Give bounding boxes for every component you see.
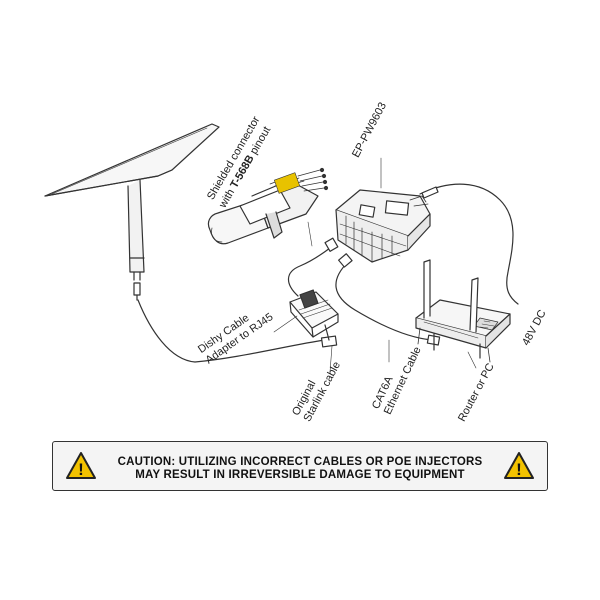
leader-router [467,351,477,369]
cat6a-ethernet-cable [335,261,433,341]
shielded-connector-illustration [207,167,329,245]
dishy-adapter-illustration [289,289,339,341]
dc-power-cable [419,183,519,305]
starlink-dish-illustration [44,123,220,301]
caution-line2: MAY RESULT IN IRREVERSIBLE DAMAGE TO EQU… [135,469,465,481]
svg-text:!: ! [78,460,84,479]
adapter-patch-cable [287,247,331,297]
warning-triangle-icon: ! [504,452,534,479]
leader-shielded [307,221,313,247]
leader-original-cable [329,345,333,373]
warning-triangle-icon: ! [66,452,96,479]
injector-illustration [335,189,431,263]
router-illustration [415,259,511,363]
caution-line1: CAUTION: UTILIZING INCORRECT CABLES OR P… [117,456,483,468]
svg-text:!: ! [516,460,522,479]
original-starlink-cable [137,299,326,363]
caution-banner: ! CAUTION: UTILIZING INCORRECT CABLES OR… [52,441,548,491]
caution-message: CAUTION: UTILIZING INCORRECT CABLES OR P… [113,456,487,482]
leader-dishy-label [273,315,298,333]
